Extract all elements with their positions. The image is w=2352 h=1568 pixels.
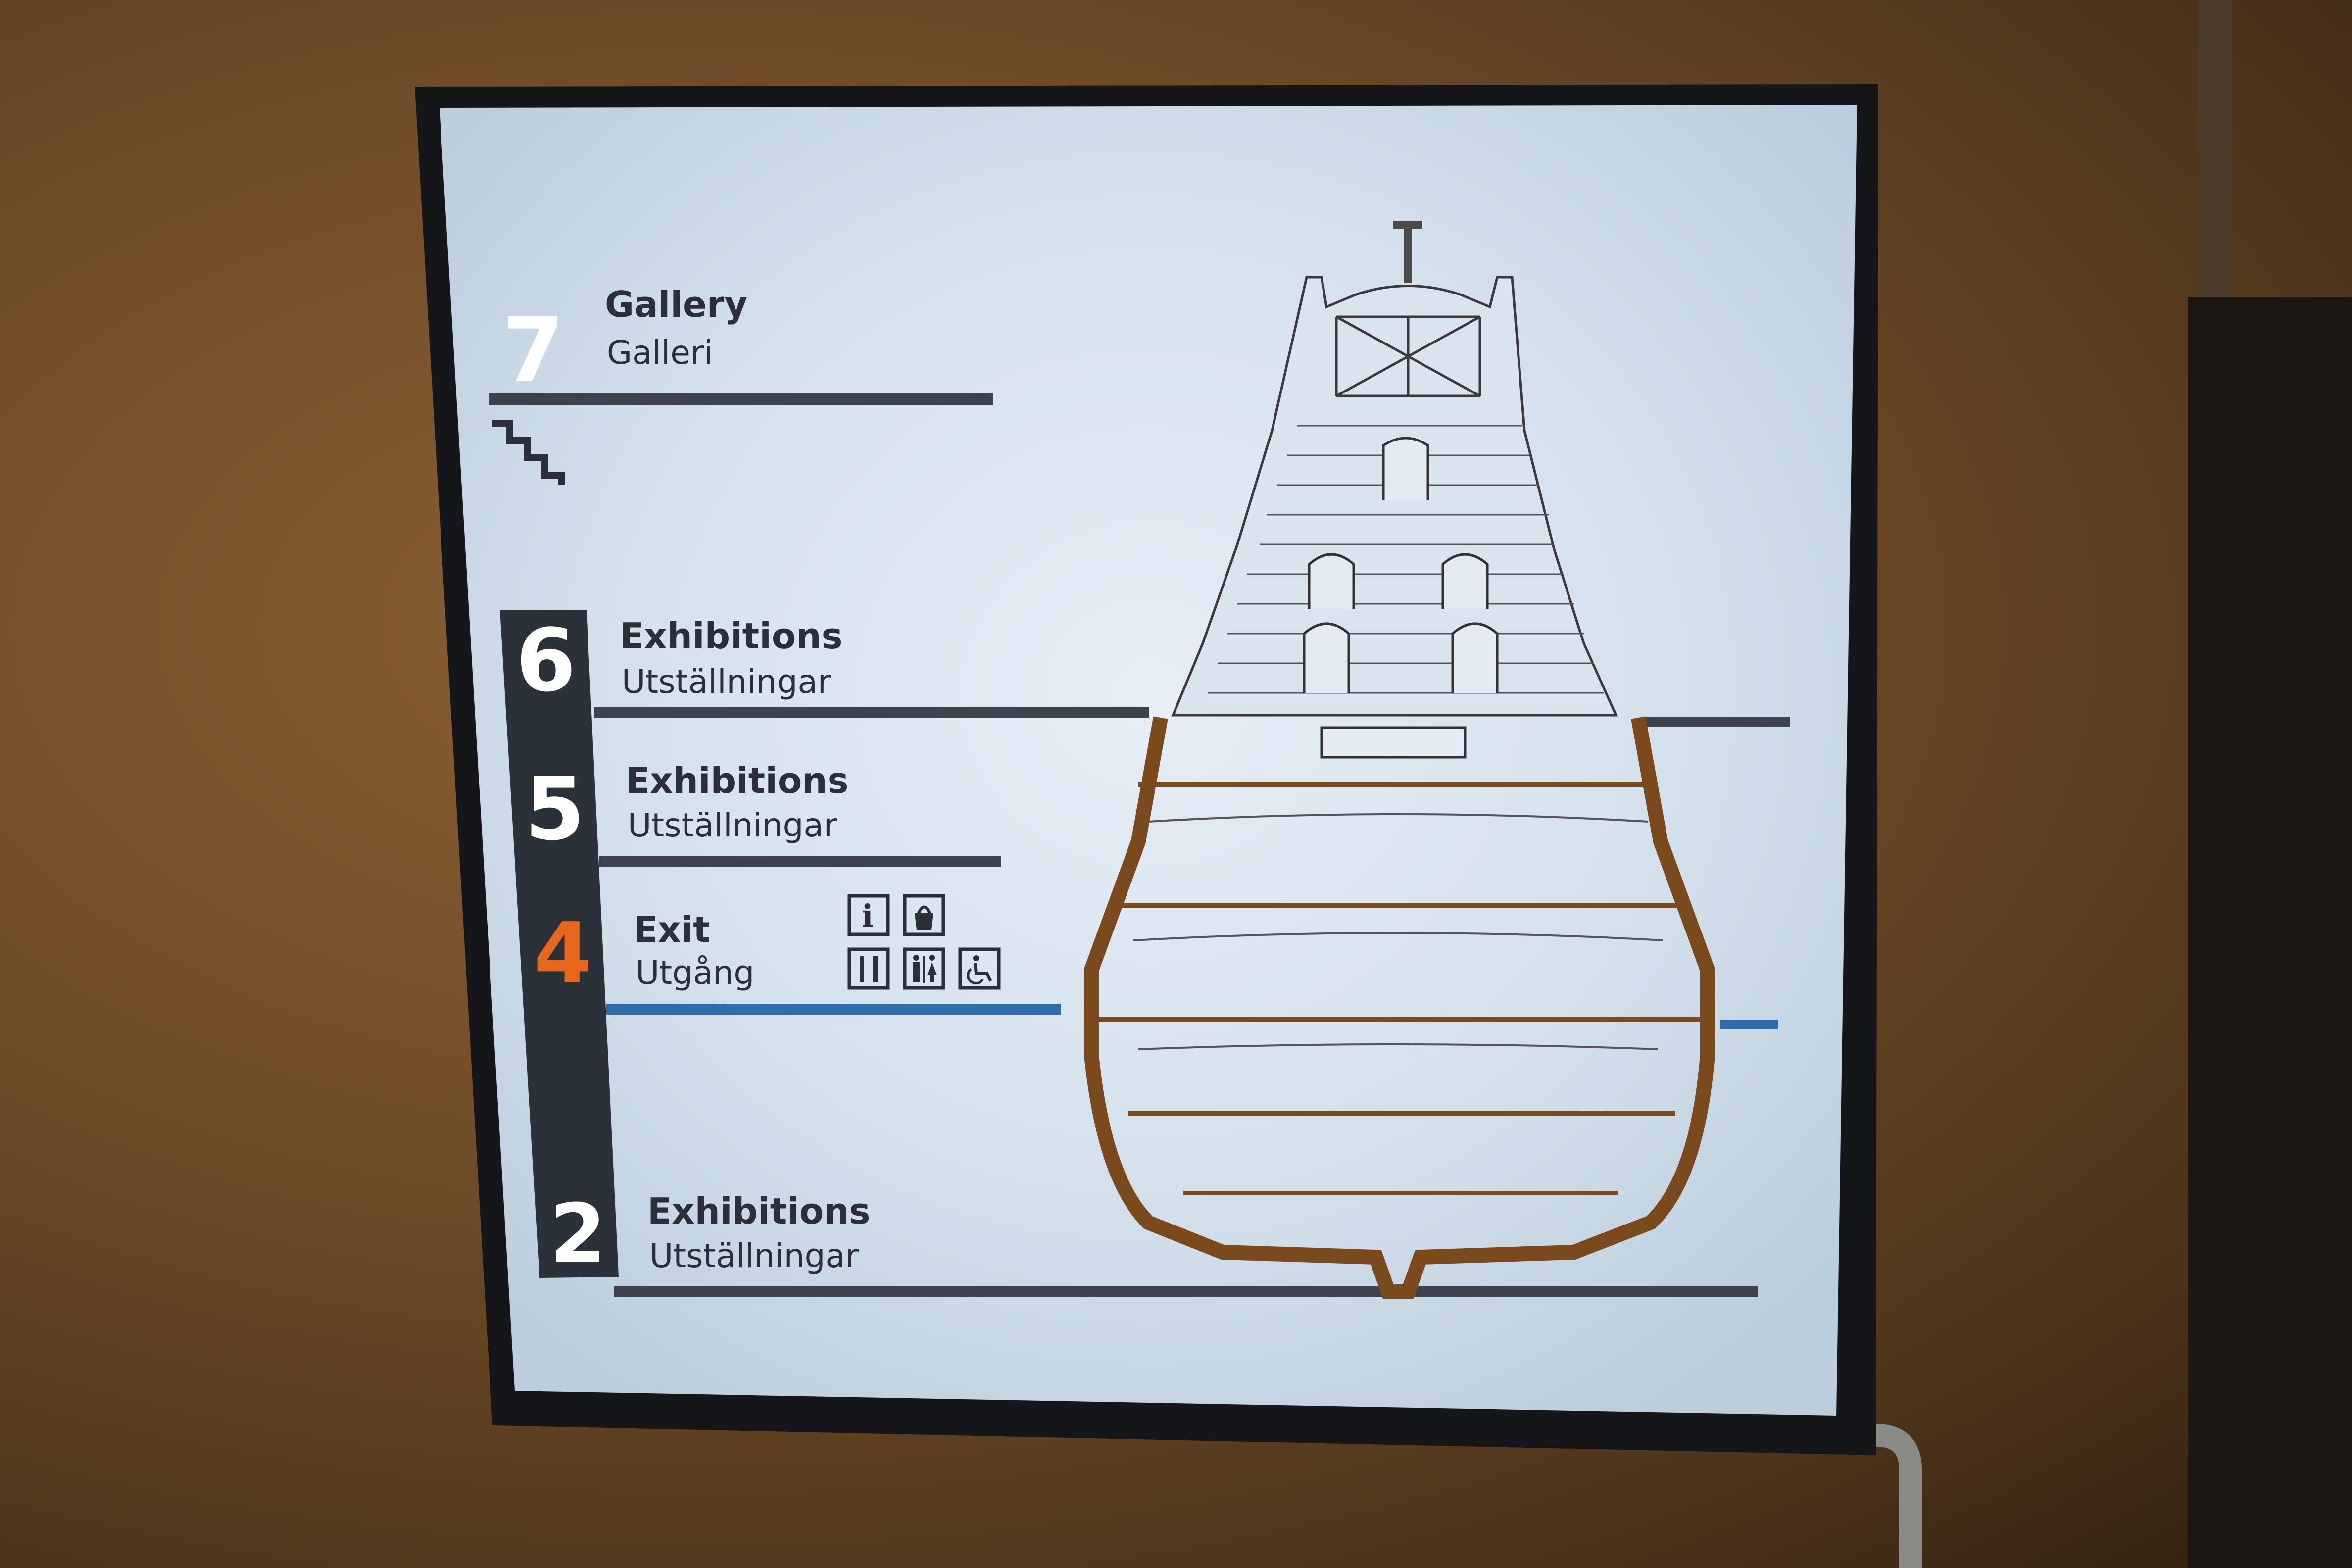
floor-5-number: 5 [525, 759, 585, 860]
stairs-icon [492, 420, 565, 485]
floor-4-number: 4 [534, 905, 592, 1003]
floor-6-right-line [1646, 717, 1790, 727]
info-icon-glyph: i [862, 898, 874, 934]
toilet-icon [903, 947, 945, 990]
dark-cabinet [2188, 297, 2352, 1568]
restaurant-icon [847, 947, 890, 990]
floor-2-label-sv: Utställningar [649, 1237, 859, 1275]
floor-4-right-line [1720, 1020, 1778, 1029]
floor-2-number: 2 [549, 1186, 606, 1281]
floor-5-label-sv: Utställningar [628, 806, 837, 844]
info-icon: i [847, 894, 890, 936]
shop-icon [903, 894, 945, 936]
ship-cross-section [1084, 221, 1715, 1299]
wall-pipe [2198, 0, 2232, 327]
floor-6-label-en: Exhibitions [620, 615, 842, 657]
floor-7-number: 7 [502, 299, 564, 402]
floor-6-line [594, 707, 1149, 718]
floor-7-label-en: Gallery [605, 284, 747, 325]
floor-4-label-en: Exit [634, 909, 710, 950]
conduit-pipe [1812, 1424, 1922, 1568]
floor-7-label-sv: Galleri [607, 334, 713, 372]
floor-4-label-sv: Utgång [636, 954, 754, 992]
floor-5-label-en: Exhibitions [626, 760, 848, 801]
floor-2-label-en: Exhibitions [647, 1190, 870, 1232]
floor-6-number: 6 [516, 611, 576, 711]
floor-2-line [614, 1286, 1758, 1297]
floor-6-label-sv: Utställningar [622, 663, 832, 701]
floor-column [500, 610, 619, 1278]
floor-5-line [599, 856, 1001, 867]
floor-7-line [489, 393, 993, 405]
wheelchair-icon [958, 947, 1001, 990]
floor-4-line [606, 1004, 1061, 1015]
